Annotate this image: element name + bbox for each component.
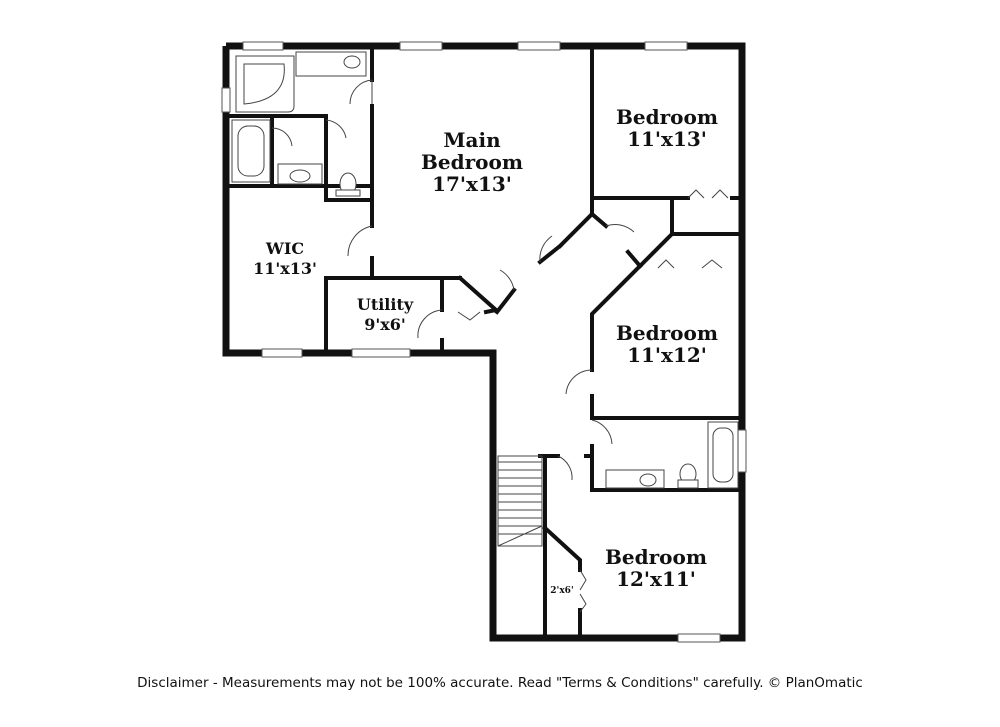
- bedroom-se-name: Bedroom: [605, 545, 707, 569]
- windows: [221, 41, 747, 643]
- fixtures: [231, 51, 739, 489]
- main-bedroom-name-line2: Bedroom: [421, 150, 523, 174]
- main-bedroom-name-line1: Main: [443, 128, 501, 152]
- door-swings: [271, 79, 729, 613]
- closet-size: 2'x6': [550, 586, 573, 596]
- bedroom-e-size: 11'x12': [627, 343, 707, 367]
- main-bedroom-size: 17'x13': [432, 172, 512, 196]
- disclaimer-text: Disclaimer - Measurements may not be 100…: [137, 675, 863, 691]
- utility-size: 9'x6': [364, 315, 406, 334]
- bedroom-se-size: 12'x11': [616, 567, 696, 591]
- exterior-walls: [222, 42, 746, 642]
- bedroom-ne-name: Bedroom: [616, 105, 718, 129]
- utility-name: Utility: [357, 295, 414, 314]
- bedroom-e-name: Bedroom: [616, 321, 718, 345]
- bedroom-ne-size: 11'x13': [627, 127, 707, 151]
- interior-walls: [228, 47, 744, 638]
- room-labels: Main Bedroom 17'x13' Bedroom 11'x13' Bed…: [253, 105, 718, 596]
- wic-name: WIC: [265, 239, 304, 258]
- wic-size: 11'x13': [253, 259, 317, 278]
- stairs: [497, 455, 543, 547]
